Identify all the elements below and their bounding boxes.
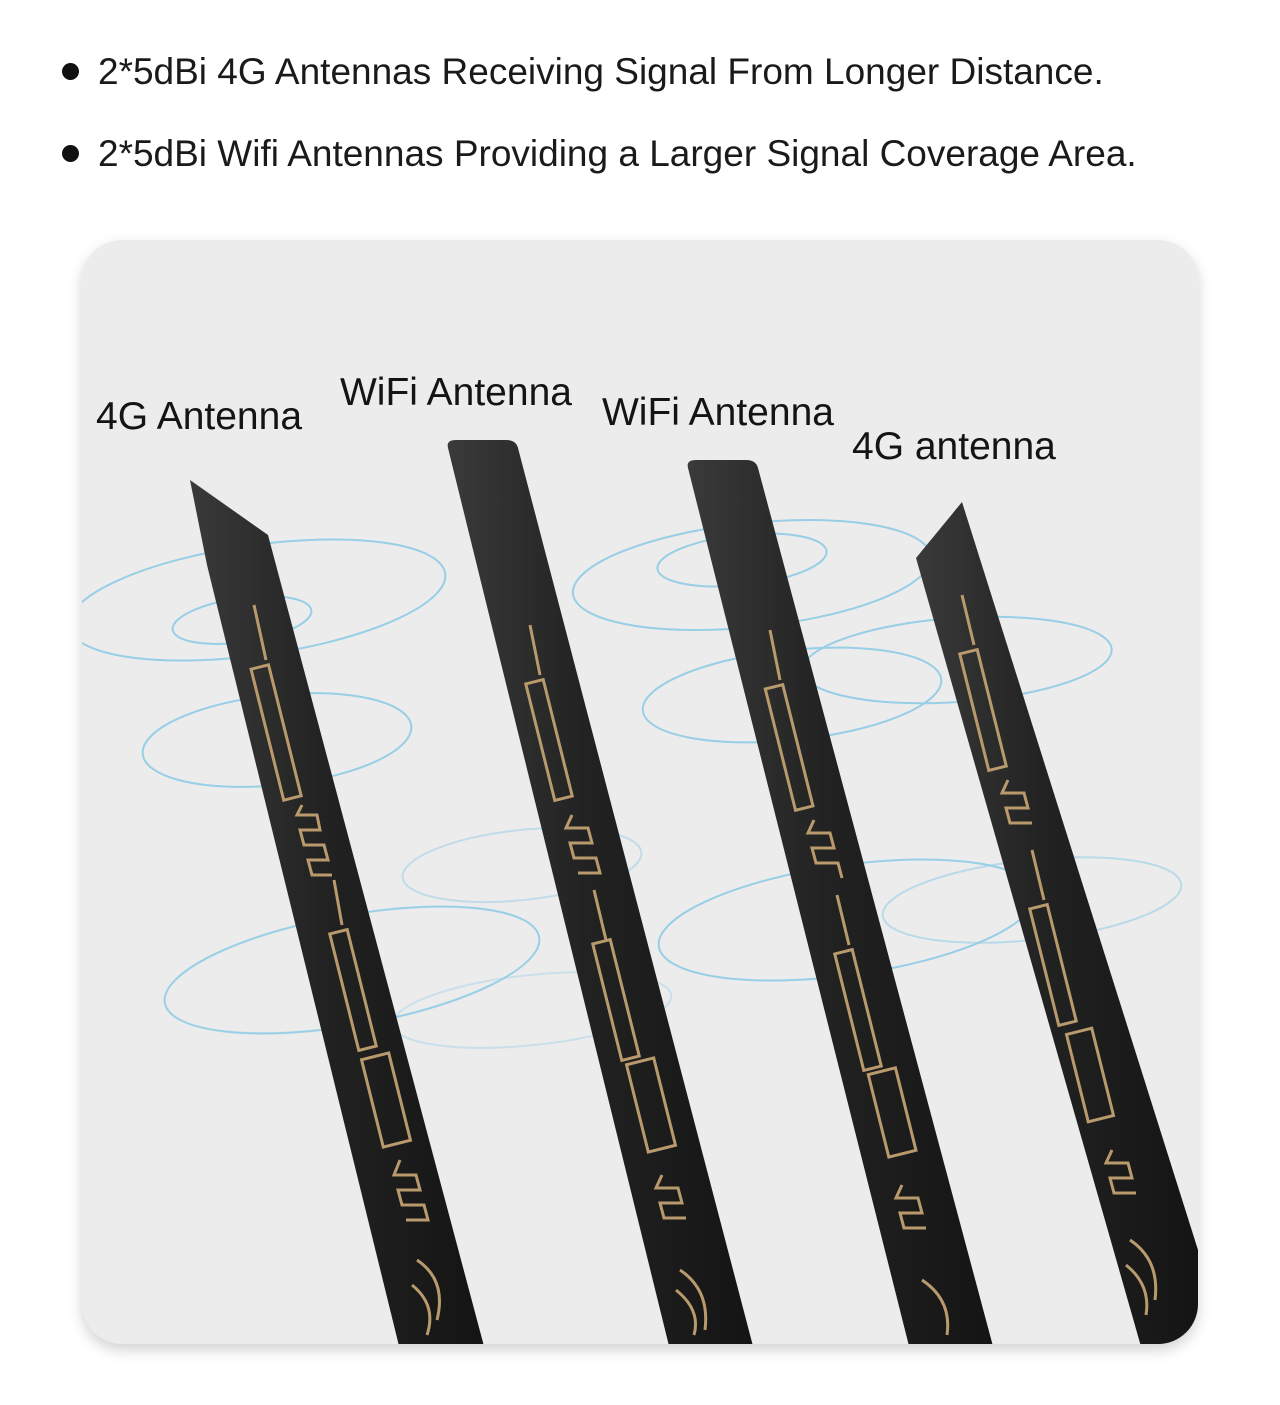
antenna-label: WiFi Antenna [340, 371, 572, 414]
antenna-4g-left [190, 480, 484, 1344]
feature-list: 2*5dBi 4G Antennas Receiving Signal From… [62, 44, 1137, 208]
antenna-wifi-right [687, 460, 993, 1344]
antenna-illustration-panel: 4G Antenna WiFi Antenna WiFi Antenna 4G … [82, 240, 1198, 1344]
antenna-label: 4G antenna [852, 425, 1056, 468]
feature-item: 2*5dBi Wifi Antennas Providing a Larger … [62, 126, 1137, 208]
feature-item: 2*5dBi 4G Antennas Receiving Signal From… [62, 44, 1137, 126]
bullet-icon [62, 63, 79, 80]
antenna-illustration [82, 440, 1198, 1344]
antenna-label: 4G Antenna [96, 395, 303, 438]
antenna-4g-right [916, 502, 1198, 1344]
feature-text: 2*5dBi Wifi Antennas Providing a Larger … [98, 133, 1137, 174]
bullet-icon [62, 145, 79, 162]
antenna-wifi-left [447, 440, 753, 1344]
antenna-label: WiFi Antenna [602, 391, 834, 434]
feature-text: 2*5dBi 4G Antennas Receiving Signal From… [98, 51, 1104, 92]
